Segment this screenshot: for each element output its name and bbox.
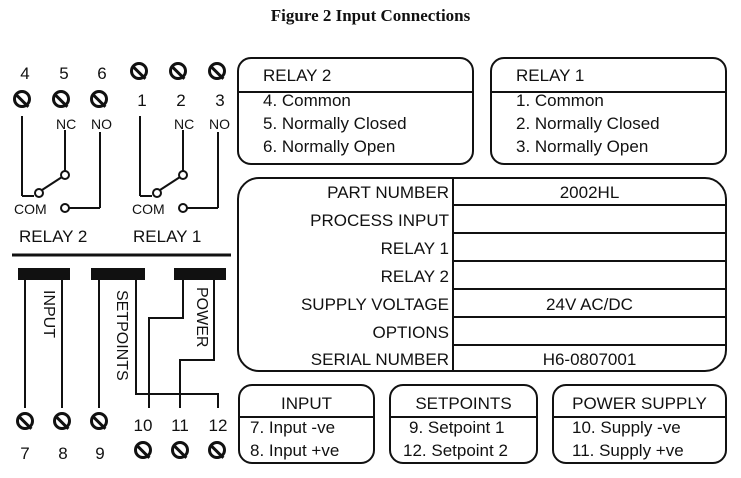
screw-terminal-icon	[13, 90, 31, 108]
screw-terminal-icon	[90, 90, 108, 108]
relay1-line: 2. Normally Closed	[516, 114, 660, 133]
relay2-no-contact	[60, 203, 70, 213]
info-row-label: SERIAL NUMBER	[310, 350, 449, 369]
input-connector-label: INPUT	[40, 290, 57, 338]
setpoints-legend-box: SETPOINTS 9. Setpoint 1 12. Setpoint 2	[389, 384, 538, 464]
row-divider	[452, 288, 725, 290]
screw-terminal-icon	[52, 90, 70, 108]
terminal-number: 8	[58, 444, 68, 463]
setpoints-line: 12. Setpoint 2	[403, 441, 508, 460]
info-row-label: RELAY 1	[380, 239, 449, 258]
setpoints-connector-label: SETPOINTS	[113, 290, 130, 381]
divider	[492, 91, 725, 93]
row-divider	[452, 204, 725, 206]
terminal-number: 11	[171, 416, 189, 435]
input-line: 7. Input -ve	[250, 418, 336, 437]
power-connector-bar	[174, 268, 226, 280]
relay1-nc-label: NC	[174, 116, 195, 132]
divider	[554, 416, 725, 418]
relay2-com-contact	[34, 188, 44, 198]
info-row-label: SUPPLY VOLTAGE	[300, 295, 449, 314]
relay2-box-title: RELAY 2	[263, 66, 332, 85]
terminal-number: 7	[20, 444, 30, 463]
terminal-number: 5	[59, 64, 69, 83]
row-divider	[452, 232, 725, 234]
terminal-number: 6	[97, 64, 107, 83]
power-line: 11. Supply +ve	[572, 441, 684, 460]
screw-terminal-icon	[208, 441, 226, 459]
divider	[240, 416, 373, 418]
relay2-nc-contact	[60, 170, 70, 180]
input-box-title: INPUT	[281, 394, 332, 413]
screw-terminal-icon	[171, 441, 189, 459]
info-row-label: PROCESS INPUT	[310, 211, 449, 230]
column-divider	[452, 179, 454, 370]
relay2-line: 5. Normally Closed	[263, 114, 407, 133]
screw-terminal-icon	[90, 412, 108, 430]
info-row-value: 2002HL	[559, 183, 620, 202]
row-divider	[452, 316, 725, 318]
terminal-number: 12	[208, 416, 228, 435]
setpoints-connector-bar	[91, 268, 145, 280]
screw-terminal-icon	[53, 412, 71, 430]
relay1-line: 3. Normally Open	[516, 137, 649, 156]
input-connector-bar	[18, 268, 70, 280]
terminal-number: 2	[176, 91, 186, 110]
row-divider	[452, 260, 725, 262]
product-info-table: PART NUMBER 2002HL PROCESS INPUT RELAY 1…	[237, 177, 727, 372]
info-row-label: PART NUMBER	[327, 183, 449, 202]
relay2-name: RELAY 2	[19, 227, 88, 246]
relay1-name: RELAY 1	[133, 227, 202, 246]
relay2-switch-arm	[41, 176, 63, 191]
input-line: 8. Input +ve	[250, 441, 340, 460]
relay2-com-label: COM	[14, 201, 47, 217]
screw-terminal-icon	[130, 62, 148, 80]
input-legend-box: INPUT 7. Input -ve 8. Input +ve	[238, 384, 375, 464]
relay1-no-label: NO	[209, 116, 230, 132]
setpoints-box-title: SETPOINTS	[415, 394, 512, 413]
terminal-number: 9	[95, 444, 105, 463]
power-line: 10. Supply -ve	[572, 418, 681, 437]
power-connector-label: POWER	[193, 287, 210, 348]
info-row-label: RELAY 2	[380, 267, 449, 286]
relay1-com-label: COM	[132, 201, 165, 217]
screw-terminal-icon	[134, 441, 152, 459]
screw-terminal-icon	[16, 412, 34, 430]
terminal-number: 1	[137, 91, 147, 110]
relay2-no-label: NO	[91, 116, 112, 132]
relay1-no-contact	[178, 203, 188, 213]
info-row-value: 24V AC/DC	[546, 295, 633, 314]
screw-terminal-icon	[208, 62, 226, 80]
divider	[391, 416, 536, 418]
relay2-line: 4. Common	[263, 91, 351, 110]
info-row-value: H6-0807001	[542, 350, 637, 369]
relay1-legend-box: RELAY 1 1. Common 2. Normally Closed 3. …	[490, 57, 727, 165]
relay1-switch-arm	[159, 176, 181, 191]
relay1-nc-contact	[178, 170, 188, 180]
relay2-nc-label: NC	[56, 116, 77, 132]
info-row-label: OPTIONS	[372, 323, 449, 342]
terminal-number: 4	[20, 64, 30, 83]
relay1-com-contact	[152, 188, 162, 198]
setpoints-line: 9. Setpoint 1	[409, 418, 505, 437]
power-box-title: POWER SUPPLY	[572, 394, 707, 413]
figure-title: Figure 2 Input Connections	[270, 6, 471, 25]
terminal-number: 10	[133, 416, 153, 435]
row-divider	[452, 344, 725, 346]
terminal-number: 3	[215, 91, 225, 110]
relay2-legend-box: RELAY 2 4. Common 5. Normally Closed 6. …	[237, 57, 474, 165]
power-supply-legend-box: POWER SUPPLY 10. Supply -ve 11. Supply +…	[552, 384, 727, 464]
relay1-box-title: RELAY 1	[516, 66, 585, 85]
screw-terminal-icon	[169, 62, 187, 80]
divider	[239, 91, 472, 93]
relay2-line: 6. Normally Open	[263, 137, 396, 156]
relay1-line: 1. Common	[516, 91, 604, 110]
